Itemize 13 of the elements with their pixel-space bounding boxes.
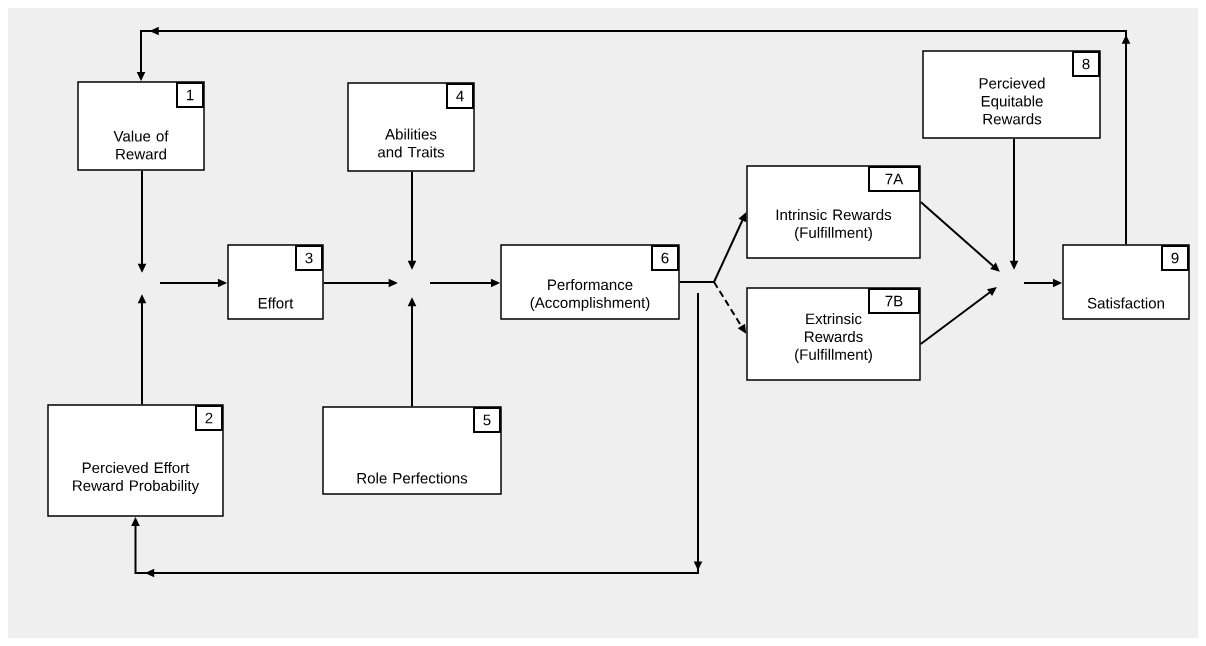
number-badge: 7B bbox=[868, 288, 920, 314]
number-badge: 2 bbox=[195, 405, 223, 431]
arrow bbox=[919, 201, 1000, 272]
number-badge: 1 bbox=[176, 82, 204, 108]
number-badge: 9 bbox=[1161, 245, 1189, 271]
arrow bbox=[131, 292, 703, 578]
number-badge: 7A bbox=[868, 166, 920, 192]
number-badge: 3 bbox=[295, 245, 323, 271]
number-badge: 5 bbox=[473, 407, 501, 433]
number-badge: 8 bbox=[1072, 51, 1100, 77]
line bbox=[678, 281, 715, 283]
number-badge: 6 bbox=[651, 245, 679, 271]
number-badge: 4 bbox=[446, 83, 474, 109]
